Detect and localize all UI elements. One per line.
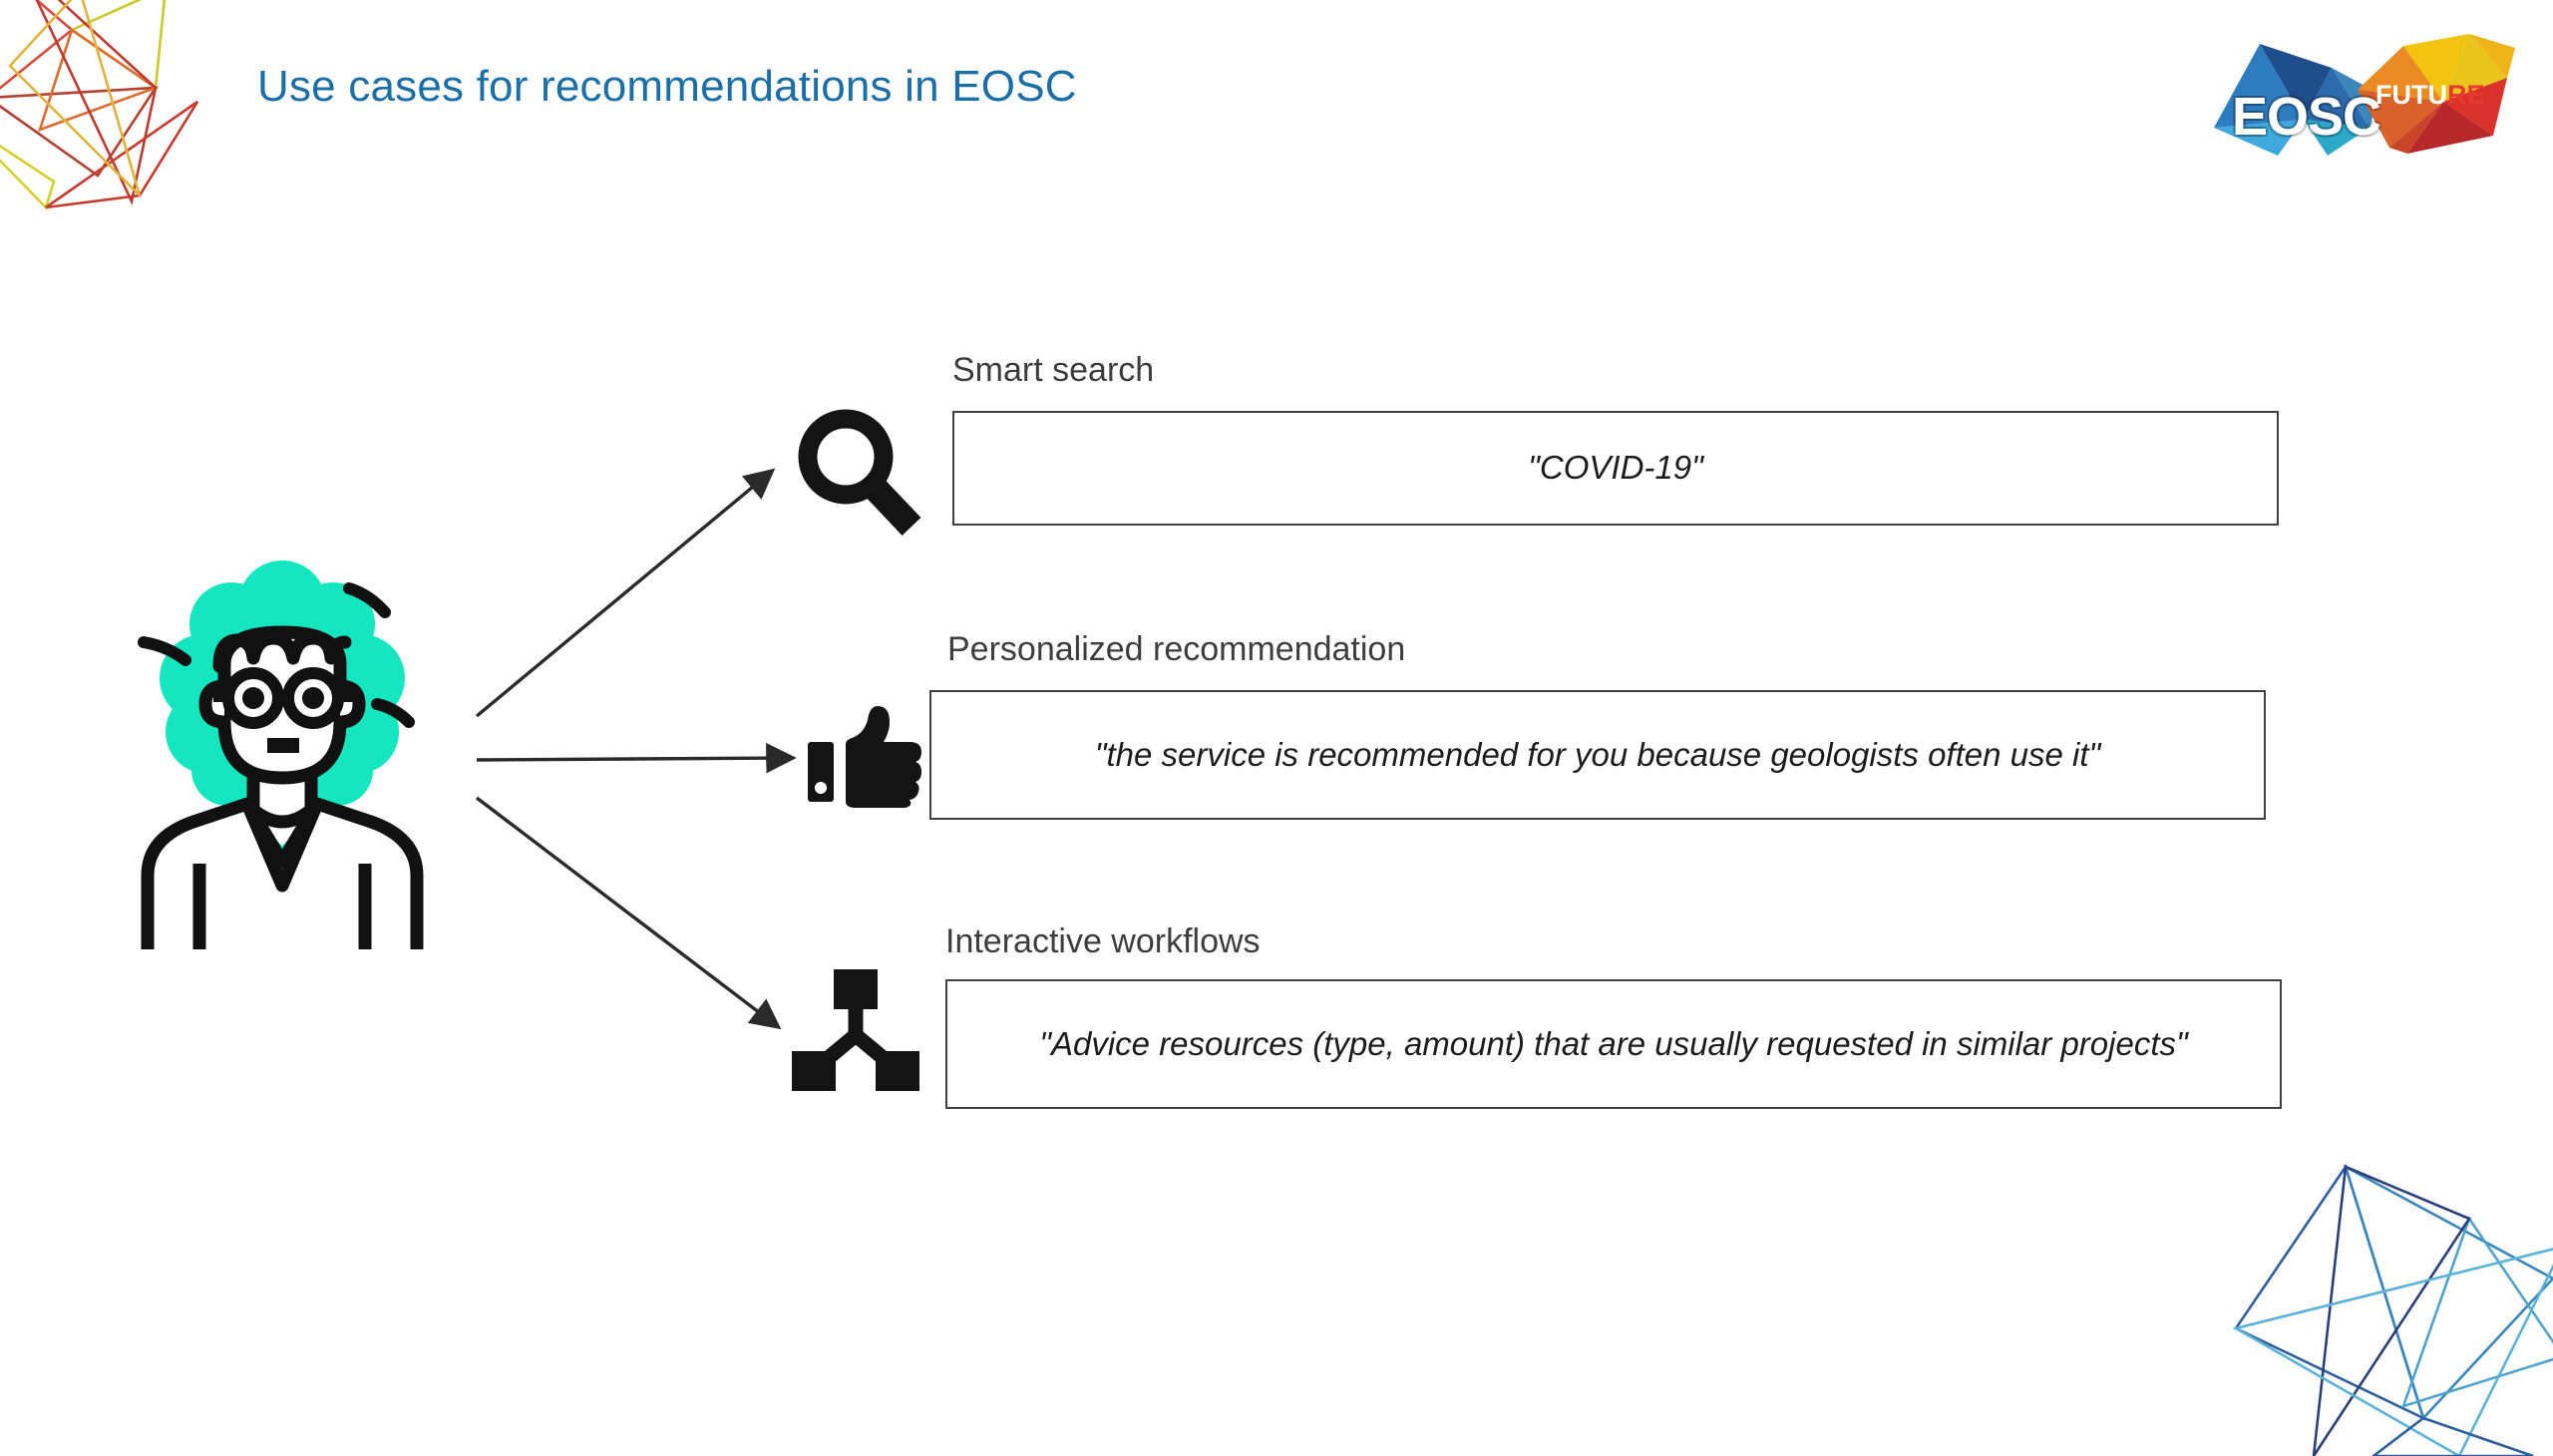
magnifier-icon [788, 407, 927, 537]
row-label-smart-search: Smart search [952, 351, 1155, 389]
avatar-illustration [138, 560, 424, 949]
logo-wordmark: EOSC [2232, 87, 2381, 147]
logo-future-text: FUTURE [2375, 80, 2485, 111]
eosc-future-logo: EOSC FUTURE [2208, 24, 2517, 156]
row-box-interactive-workflows[interactable]: "Advice resources (type, amount) that ar… [945, 979, 2282, 1109]
logo-future-part2: RE [2446, 80, 2485, 110]
row-box-text-interactive-workflows: "Advice resources (type, amount) that ar… [1039, 1024, 2188, 1062]
logo-future-part1: FUTU [2375, 80, 2447, 110]
scientist-avatar [128, 546, 437, 955]
row-box-text-personalized-recommendation: "the service is recommended for you beca… [1094, 735, 2101, 773]
thumbs-up-icon [806, 698, 923, 810]
workflow-hierarchy-icon [786, 965, 925, 1095]
row-label-personalized-recommendation: Personalized recommendation [947, 630, 1406, 668]
arrow-to-smart-search [475, 468, 776, 718]
logo-polygons [2214, 34, 2515, 156]
arrow-to-personalized-recommendation [476, 742, 797, 774]
row-box-personalized-recommendation[interactable]: "the service is recommended for you beca… [929, 690, 2266, 820]
row-label-interactive-workflows: Interactive workflows [945, 922, 1261, 960]
page-title: Use cases for recommendations in EOSC [257, 62, 1077, 111]
arrow-to-interactive-workflows [475, 796, 782, 1030]
row-box-text-smart-search: "COVID-19" [1528, 449, 1703, 487]
row-box-smart-search[interactable]: "COVID-19" [952, 411, 2279, 526]
